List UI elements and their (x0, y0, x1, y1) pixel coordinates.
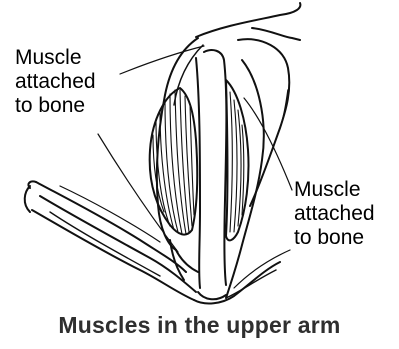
right-muscle-label: Muscle attached to bone (294, 178, 399, 250)
figure-caption: Muscles in the upper arm (0, 312, 399, 339)
left-muscle-label: Muscle attached to bone (15, 46, 135, 118)
